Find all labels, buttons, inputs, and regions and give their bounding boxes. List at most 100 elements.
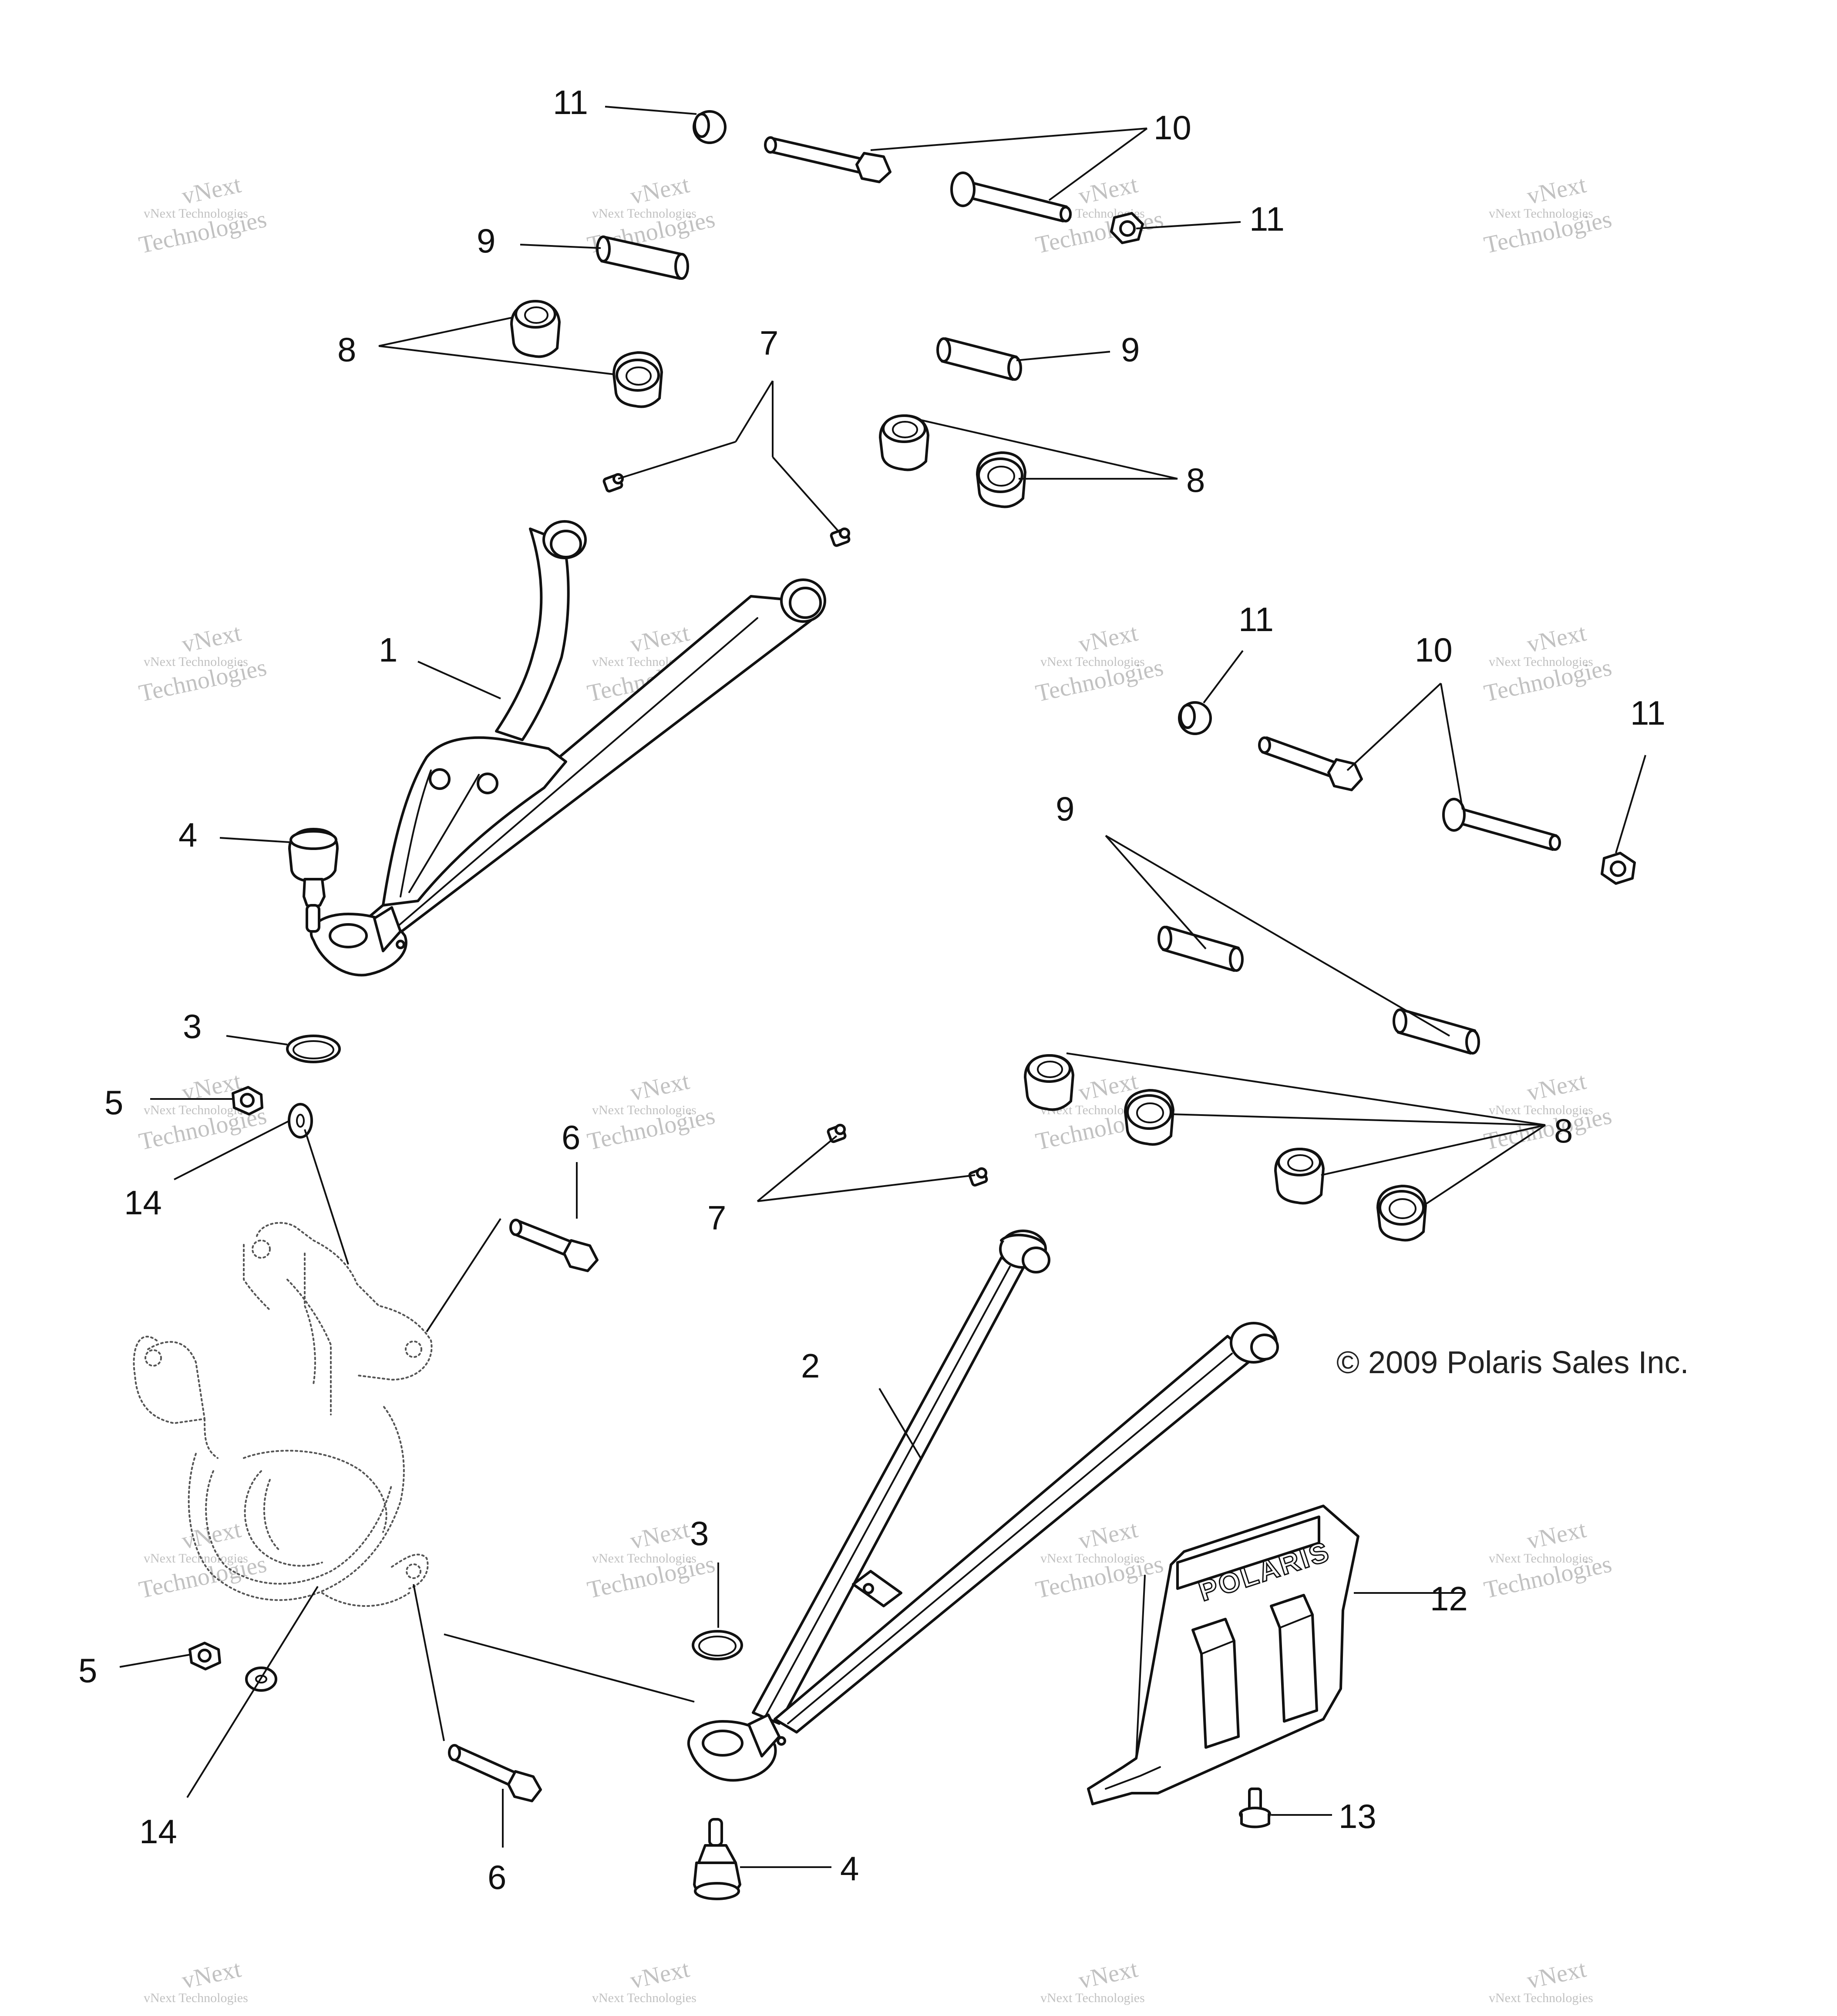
watermark-middle: vNext Technologies <box>1489 655 1593 669</box>
washer-14-upper <box>288 1103 313 1139</box>
watermark-middle: vNext Technologies <box>592 1103 696 1117</box>
watermark-middle: vNext Technologies <box>1489 1991 1593 2005</box>
steering-knuckle <box>133 1222 433 1607</box>
watermark: vNext vNext Technologies Technologies <box>585 1068 717 1156</box>
watermark-top: vNext <box>179 1516 243 1555</box>
watermark-top: vNext <box>1076 619 1140 658</box>
bushing-8-top-left-b <box>612 351 663 408</box>
watermark-top: vNext <box>179 171 243 210</box>
callout-6: 6 <box>562 1118 580 1156</box>
grease-fitting-7-lower-b <box>968 1167 988 1187</box>
watermark-middle: vNext Technologies <box>144 1551 248 1566</box>
watermark: vNext vNext Technologies Technologies <box>1482 1516 1614 1604</box>
bolt-10-mid-right <box>1442 798 1561 851</box>
callout-4: 4 <box>178 816 197 854</box>
watermarks: vNext vNext Technologies Technologies vN… <box>137 171 1614 2005</box>
watermark-top: vNext <box>1524 171 1588 210</box>
watermark-top: vNext <box>1524 619 1588 658</box>
callout-3: 3 <box>690 1514 709 1552</box>
bolt-10-mid-left <box>1258 736 1363 791</box>
callout-9: 9 <box>1056 790 1074 828</box>
bushing-8-top-right-b <box>976 451 1026 508</box>
bushing-8-top-left-a <box>510 300 561 358</box>
watermark: vNext vNext Technologies <box>144 1956 248 2005</box>
callout-14: 14 <box>124 1183 162 1222</box>
watermark-middle: vNext Technologies <box>144 1103 248 1117</box>
watermark-middle: vNext Technologies <box>1489 1103 1593 1117</box>
bolt-6-upper <box>509 1219 599 1272</box>
callout-2: 2 <box>801 1347 820 1385</box>
snap-ring-3-lower <box>692 1630 743 1660</box>
bolt-10-top-right <box>950 171 1072 222</box>
callout-8: 8 <box>1554 1112 1573 1150</box>
leader-lines <box>119 106 1646 1868</box>
callouts: 11 10 11 9 8 7 9 8 1 11 10 11 4 9 3 5 6 … <box>78 83 1665 1896</box>
watermark-top: vNext <box>628 1516 692 1555</box>
sleeve-9-mid-a <box>1157 926 1244 972</box>
watermark-middle: vNext Technologies <box>1040 1551 1145 1566</box>
bushing-8-top-right-a <box>879 414 929 471</box>
watermark-middle: vNext Technologies <box>1040 1991 1145 2005</box>
watermark-middle: vNext Technologies <box>144 1991 248 2005</box>
callout-11: 11 <box>553 83 588 121</box>
watermark-middle: vNext Technologies <box>1040 655 1145 669</box>
watermark-top: vNext <box>628 1068 692 1106</box>
grease-fitting-7-top-a <box>602 473 624 493</box>
upper-a-arm-1 <box>310 520 826 977</box>
watermark-middle: vNext Technologies <box>144 206 248 221</box>
watermark-top: vNext <box>1076 1956 1140 1994</box>
watermark: vNext vNext Technologies Technologies <box>1033 1516 1166 1604</box>
watermark-middle: vNext Technologies <box>1489 1551 1593 1566</box>
watermark-top: vNext <box>179 619 243 658</box>
watermark-middle: vNext Technologies <box>1489 206 1593 221</box>
nut-11-mid-right <box>1601 852 1636 885</box>
watermark: vNext vNext Technologies <box>1489 1956 1593 2005</box>
callout-6: 6 <box>488 1858 506 1896</box>
bushing-8-mid-d <box>1376 1185 1427 1242</box>
callout-8: 8 <box>1186 461 1205 499</box>
lower-a-arm-2 <box>687 1230 1279 1782</box>
grease-fitting-7-lower-a <box>827 1124 847 1143</box>
callout-9: 9 <box>477 222 495 260</box>
sleeve-9-mid-b <box>1393 1008 1480 1055</box>
callout-7: 7 <box>760 324 778 362</box>
snap-ring-3-top <box>286 1035 341 1063</box>
callout-3: 3 <box>183 1007 202 1045</box>
callout-5: 5 <box>104 1083 123 1122</box>
callout-1: 1 <box>379 631 397 669</box>
bushing-8-mid-b <box>1124 1089 1174 1146</box>
bushing-8-mid-a <box>1024 1054 1074 1111</box>
callout-14: 14 <box>139 1812 177 1851</box>
watermark: vNext vNext Technologies Technologies <box>1482 619 1614 707</box>
watermark-top: vNext <box>628 1956 692 1994</box>
watermark: vNext vNext Technologies Technologies <box>137 171 269 259</box>
nut-11-top-left <box>693 110 727 144</box>
callout-7: 7 <box>707 1199 726 1237</box>
bushing-8-mid-c <box>1274 1148 1325 1205</box>
bolt-10-top <box>764 136 892 183</box>
grease-fitting-7-top-b <box>830 528 851 547</box>
callout-10: 10 <box>1415 631 1453 669</box>
watermark-middle: vNext Technologies <box>592 1991 696 2005</box>
watermark: vNext vNext Technologies Technologies <box>137 1516 269 1604</box>
ball-joint-4-lower <box>693 1818 741 1900</box>
callout-11: 11 <box>1630 694 1665 732</box>
watermark-top: vNext <box>1524 1956 1588 1994</box>
sleeve-9-top-left <box>596 235 689 280</box>
screw-13 <box>1239 1788 1271 1828</box>
watermark-middle: vNext Technologies <box>592 206 696 221</box>
watermark-top: vNext <box>179 1956 243 1994</box>
callout-4: 4 <box>840 1849 859 1888</box>
watermark: vNext vNext Technologies Technologies <box>1482 1068 1614 1156</box>
watermark-middle: vNext Technologies <box>592 1551 696 1566</box>
callout-10: 10 <box>1154 108 1191 147</box>
watermark: vNext vNext Technologies Technologies <box>137 619 269 707</box>
nut-11-top-right <box>1110 212 1144 244</box>
nut-5-upper <box>232 1086 263 1116</box>
callout-11: 11 <box>1238 600 1274 638</box>
watermark-top: vNext <box>1076 171 1140 210</box>
watermark-middle: vNext Technologies <box>144 655 248 669</box>
callout-12: 12 <box>1430 1579 1468 1618</box>
watermark-top: vNext <box>1524 1068 1588 1106</box>
nut-11-mid-left <box>1178 701 1212 735</box>
